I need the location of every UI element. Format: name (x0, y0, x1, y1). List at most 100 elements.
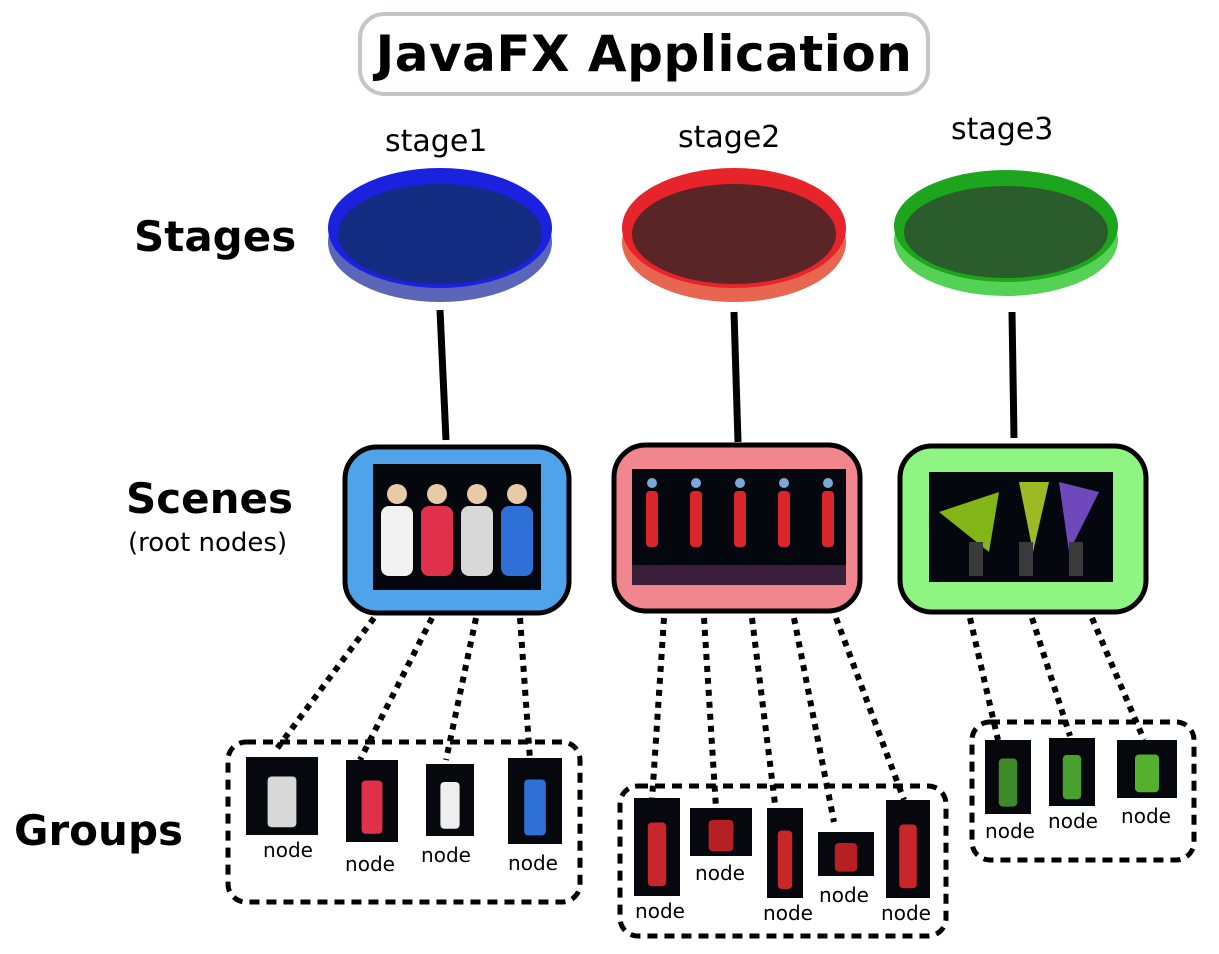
node-3-1: node (985, 740, 1035, 843)
scene-node-connector-4 (517, 617, 533, 761)
scene-node-connector-6 (701, 617, 719, 809)
node-figure (834, 843, 858, 872)
node-figure (361, 780, 383, 834)
figure-head (387, 484, 407, 504)
stage-scene-connector-2 (730, 311, 742, 443)
node-figure (524, 779, 546, 836)
node-label: node (881, 901, 931, 925)
stage-label-3: stage3 (951, 112, 1054, 147)
figure-head (467, 484, 487, 504)
figure-body (421, 506, 453, 576)
scene-node-connector-9 (833, 616, 907, 802)
acrobat-ball (735, 478, 745, 488)
stage-scene-connector-1 (436, 309, 450, 441)
figure-head (427, 484, 447, 504)
figure-body (501, 506, 533, 576)
node-label: node (819, 883, 869, 907)
scene-2 (611, 442, 863, 614)
node-1-4: node (508, 758, 562, 875)
node-figure (440, 782, 460, 829)
stage-disc-1 (328, 168, 552, 302)
acrobat-body (778, 491, 790, 547)
stage-floor (632, 565, 846, 585)
group-frame (969, 719, 1197, 863)
band-member (969, 542, 983, 576)
acrobat-ball (647, 478, 657, 488)
scene-node-connector-7 (749, 617, 779, 813)
node-3-3: node (1117, 740, 1177, 828)
node-figure (777, 830, 793, 889)
stage-label-1: stage1 (385, 124, 488, 159)
row-label-stages: Stages (134, 212, 297, 261)
node-figure (1062, 755, 1082, 800)
stages-layer (328, 168, 1118, 302)
scene-node-connector-8 (791, 617, 837, 823)
node-figure (708, 820, 734, 852)
band-member (1019, 542, 1033, 576)
node-2-3: node (763, 808, 813, 925)
figure-head (507, 484, 527, 504)
light-beam (939, 492, 999, 552)
row-sublabel-root-nodes: (root nodes) (128, 528, 288, 558)
figure-body (381, 506, 413, 576)
group-3: node node node (969, 719, 1197, 863)
scene-node-connector-2 (357, 616, 435, 762)
node-label: node (635, 899, 685, 923)
band-member (1069, 542, 1083, 576)
acrobat-body (822, 491, 834, 547)
acrobat-body (734, 491, 746, 547)
node-label: node (763, 901, 813, 925)
stage-disc-3 (894, 170, 1118, 296)
stage-label-2: stage2 (678, 120, 781, 155)
node-figure (998, 758, 1018, 807)
node-2-2: node (690, 808, 752, 885)
title-box: JavaFX Application (358, 12, 930, 96)
scene-3 (897, 443, 1149, 615)
light-beam (1019, 482, 1049, 552)
node-figure (1135, 754, 1159, 793)
acrobat-ball (823, 478, 833, 488)
figure-body (461, 506, 493, 576)
scene-node-connector-11 (1029, 617, 1073, 737)
node-1-1: node (246, 757, 318, 862)
node-figure (267, 776, 297, 828)
scene-node-connector-10 (967, 617, 1001, 741)
stage-disc-top (904, 186, 1108, 278)
node-figure (899, 824, 917, 889)
stage-scene-connector-3 (1008, 311, 1018, 439)
node-2-1: node (634, 798, 685, 923)
scene-1 (342, 444, 572, 616)
node-1-3: node (421, 764, 474, 867)
group-1: node node node node (225, 739, 583, 905)
acrobat-body (646, 491, 658, 547)
node-label: node (421, 843, 471, 867)
acrobat-ball (691, 478, 701, 488)
node-1-2: node (345, 760, 398, 876)
light-beam (1059, 482, 1099, 552)
acrobat-ball (779, 478, 789, 488)
diagram-title: JavaFX Application (375, 25, 913, 83)
node-3-2: node (1048, 738, 1098, 833)
stage-disc-top (338, 184, 542, 284)
node-figure (647, 822, 667, 887)
row-label-groups: Groups (14, 806, 184, 855)
group-frame (617, 783, 949, 939)
node-2-4: node (818, 832, 874, 907)
scene-node-connector-3 (443, 617, 479, 761)
stage-disc-2 (622, 168, 846, 302)
scenes-layer (342, 442, 1149, 616)
node-label: node (1048, 809, 1098, 833)
acrobat-body (690, 491, 702, 547)
group-frame (225, 739, 583, 905)
row-label-scenes: Scenes (126, 474, 294, 523)
stage-disc-top (632, 184, 836, 284)
node-label: node (1121, 804, 1171, 828)
node-label: node (345, 852, 395, 876)
scene-node-connector-5 (649, 617, 667, 801)
node-label: node (508, 851, 558, 875)
scene-node-connector-1 (273, 616, 377, 752)
node-2-5: node (881, 800, 931, 925)
node-label: node (985, 819, 1035, 843)
